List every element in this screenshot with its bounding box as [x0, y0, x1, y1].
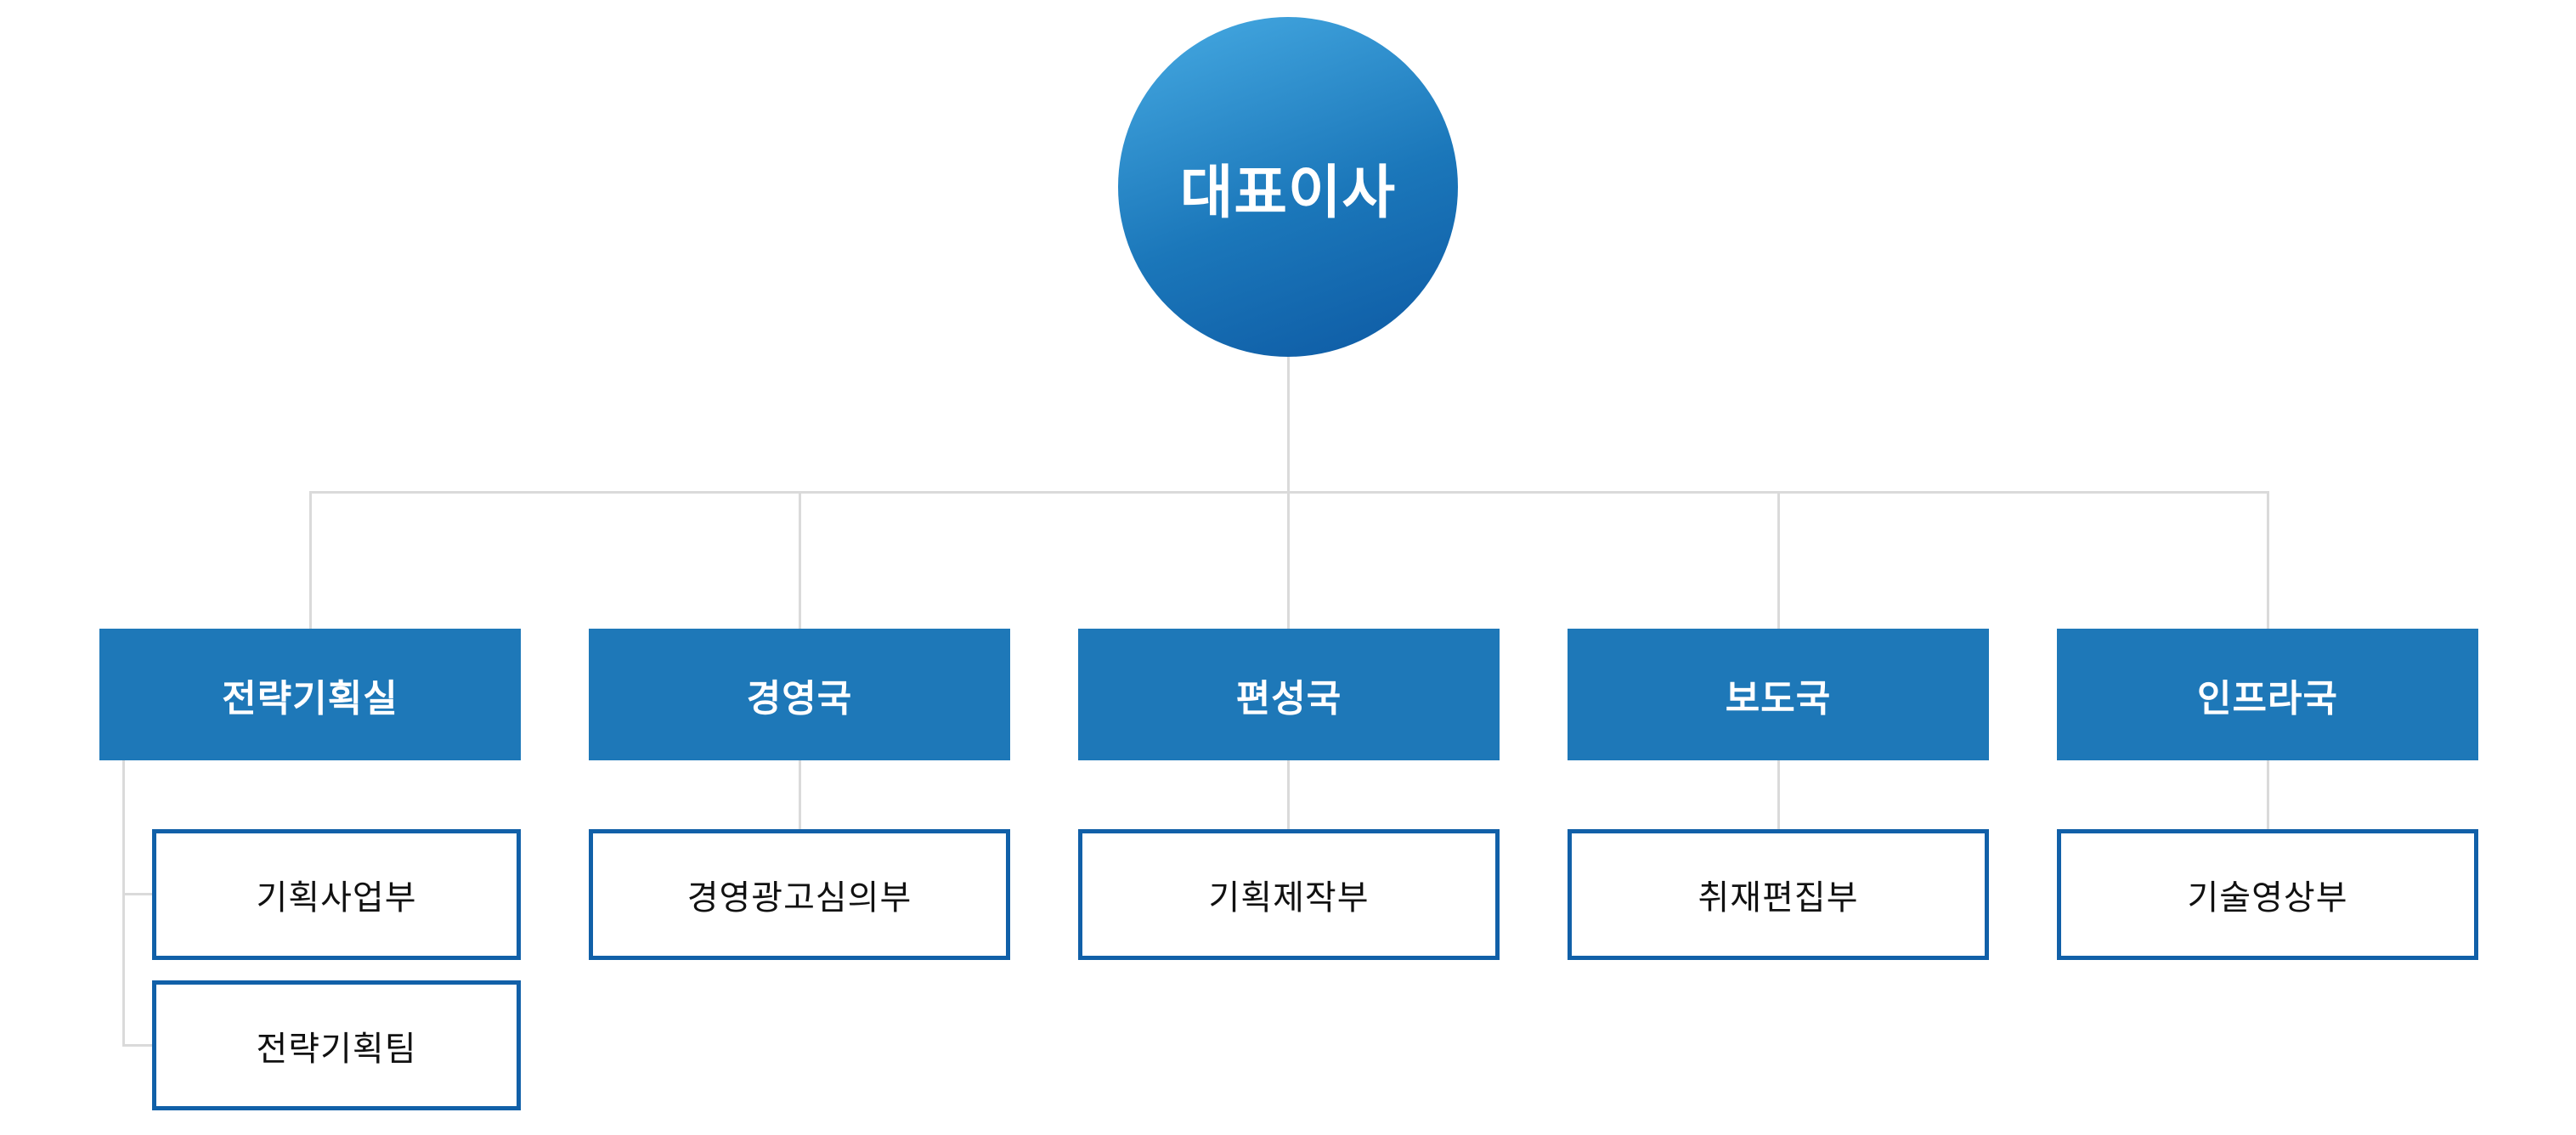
sub-dept-label: 취재편집부 — [1698, 879, 1859, 917]
ceo-label: 대표이사 — [1179, 160, 1397, 225]
connector-stem-strategic — [122, 760, 125, 1047]
connector-elbow-strategic-2 — [122, 1044, 152, 1047]
connector-drop-3 — [1287, 493, 1290, 629]
connector-root-stem — [1287, 355, 1290, 493]
connector-stub-management — [799, 760, 801, 829]
sub-dept-node-technical-video: 기술영상부 — [2057, 829, 2478, 960]
dept-node-management-bureau: 경영국 — [589, 629, 1010, 760]
connector-stub-infra — [2267, 760, 2269, 829]
dept-node-strategic-planning-office: 전략기획실 — [99, 629, 521, 760]
sub-dept-label: 경영광고심의부 — [686, 879, 912, 917]
connector-drop-1 — [309, 493, 312, 629]
dept-label: 보도국 — [1725, 677, 1832, 720]
dept-node-programming-bureau: 편성국 — [1078, 629, 1500, 760]
dept-label: 전략기획실 — [222, 677, 398, 720]
sub-dept-node-planning-production: 기획제작부 — [1078, 829, 1500, 960]
sub-dept-label: 기술영상부 — [2187, 879, 2348, 917]
connector-drop-2 — [799, 493, 801, 629]
dept-label: 경영국 — [746, 677, 853, 720]
sub-dept-label: 기획사업부 — [256, 879, 417, 917]
connector-drop-5 — [2267, 493, 2269, 629]
sub-dept-label: 전략기획팀 — [256, 1030, 417, 1068]
dept-label: 편성국 — [1235, 677, 1342, 720]
sub-dept-label: 기획제작부 — [1208, 879, 1370, 917]
connector-drop-4 — [1777, 493, 1780, 629]
ceo-node: 대표이사 — [1118, 17, 1458, 357]
connector-bus — [309, 491, 2269, 494]
connector-elbow-strategic-1 — [122, 893, 152, 895]
sub-dept-node-management-ad-review: 경영광고심의부 — [589, 829, 1010, 960]
dept-node-news-bureau: 보도국 — [1568, 629, 1989, 760]
connector-stub-programming — [1287, 760, 1290, 829]
dept-node-infrastructure-bureau: 인프라국 — [2057, 629, 2478, 760]
sub-dept-node-reporting-editing: 취재편집부 — [1568, 829, 1989, 960]
connector-stub-news — [1777, 760, 1780, 829]
sub-dept-node-planning-business: 기획사업부 — [152, 829, 521, 960]
sub-dept-node-strategic-planning-team: 전략기획팀 — [152, 980, 521, 1110]
dept-label: 인프라국 — [2197, 677, 2338, 720]
